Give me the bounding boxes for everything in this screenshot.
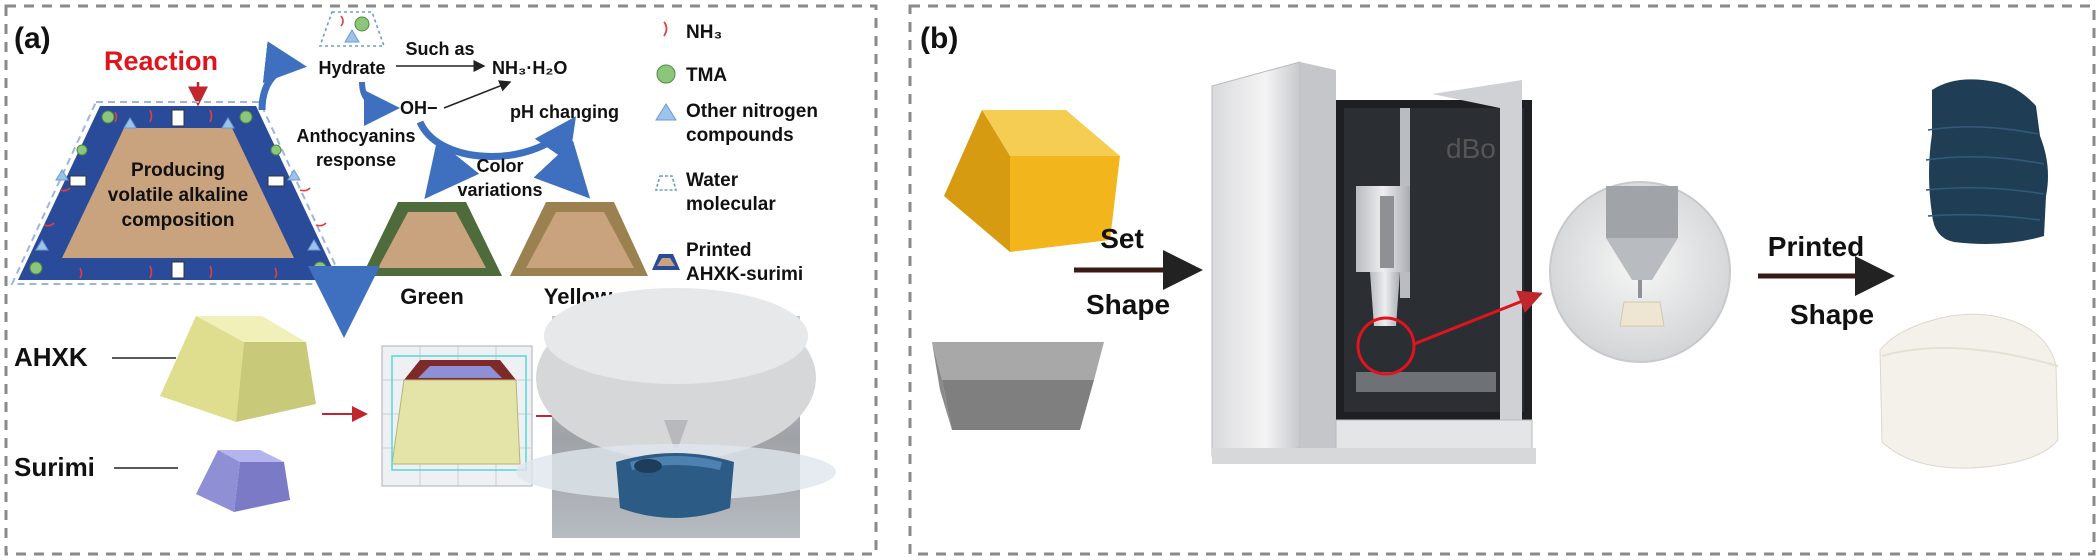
hydrate-label: Hydrate — [318, 58, 385, 78]
legend-printed-1: Printed — [686, 240, 751, 261]
panel-b-border — [908, 4, 2096, 556]
legend: NH₃ TMA Other nitrogen compounds Water m… — [652, 21, 818, 285]
legend-tma-icon — [656, 64, 676, 84]
gold-shape-model — [944, 110, 1120, 252]
center-text-3: composition — [122, 210, 235, 231]
color-label-1: Color — [477, 156, 524, 176]
panel-b-label: (b) — [920, 22, 958, 55]
surimi-model — [196, 450, 290, 512]
panel-a-label: (a) — [14, 22, 51, 55]
such-as-label: Such as — [405, 39, 474, 59]
panel-a-border — [4, 4, 878, 556]
ahxk-model — [160, 316, 316, 422]
legend-tma: TMA — [686, 65, 727, 86]
legend-water-2: molecular — [686, 194, 776, 215]
surimi-label: Surimi — [14, 452, 95, 482]
ahxk-label: AHXK — [14, 342, 88, 372]
printed-white-object — [1879, 313, 2059, 469]
oh-to-nh3-arrow — [443, 80, 512, 109]
color-label-2: variations — [457, 180, 542, 200]
legend-other-2: compounds — [686, 125, 794, 146]
diffusion-arrows — [69, 109, 285, 279]
center-text-2: volatile alkaline — [108, 185, 248, 206]
yellow-trapezoid-inner — [526, 212, 634, 268]
printed-blue-object — [1925, 79, 2048, 244]
reaction-label: Reaction — [104, 46, 218, 76]
to-oh-arrow — [359, 81, 400, 126]
nh3-h2o-label: NH₃·H₂O — [492, 58, 567, 78]
legend-nh3: NH₃ — [686, 22, 722, 43]
to-green-arrow — [424, 139, 480, 200]
legend-other-1: Other nitrogen — [686, 101, 818, 122]
legend-water-1: Water — [686, 170, 739, 191]
to-hydrate-arrow — [258, 41, 307, 111]
printing-photo — [516, 288, 836, 538]
zoom-arrow — [1413, 290, 1543, 346]
legend-printed-2: AHXK-surimi — [686, 264, 803, 285]
nozzle-zoom — [1549, 181, 1731, 363]
inner-tan — [62, 128, 294, 258]
nitrogen-triangles — [35, 117, 321, 251]
printed-trapezoid-diagram: Producing volatile alkaline composition — [10, 101, 346, 285]
legend-triangle-icon — [655, 103, 677, 121]
3d-printer: dBo — [1211, 61, 1536, 464]
center-text-1: Producing — [131, 160, 225, 181]
set-label: Set — [1100, 223, 1144, 254]
legend-water-icon — [654, 175, 678, 191]
oh-label: OH− — [400, 98, 438, 118]
gray-shape-model — [932, 342, 1104, 430]
ph-arc-arrow — [416, 116, 577, 163]
printed-label: Printed — [1768, 231, 1864, 262]
to-yellow-arrow — [533, 140, 591, 199]
nozzle-highlight — [1356, 316, 1416, 376]
anthocyanins-label-1: Anthocyanins — [296, 126, 415, 146]
green-label: Green — [400, 284, 464, 309]
shape-label-2: Shape — [1790, 299, 1874, 330]
ph-changing-label: pH changing — [510, 102, 619, 122]
legend-nh3-icon — [663, 21, 668, 37]
hydrate-icon — [318, 11, 386, 47]
shape-label-1: Shape — [1086, 289, 1170, 320]
printer-brand: dBo — [1446, 133, 1496, 164]
slicer-preview — [381, 345, 533, 487]
green-trapezoid-inner — [378, 212, 486, 268]
anthocyanins-label-2: response — [316, 150, 396, 170]
